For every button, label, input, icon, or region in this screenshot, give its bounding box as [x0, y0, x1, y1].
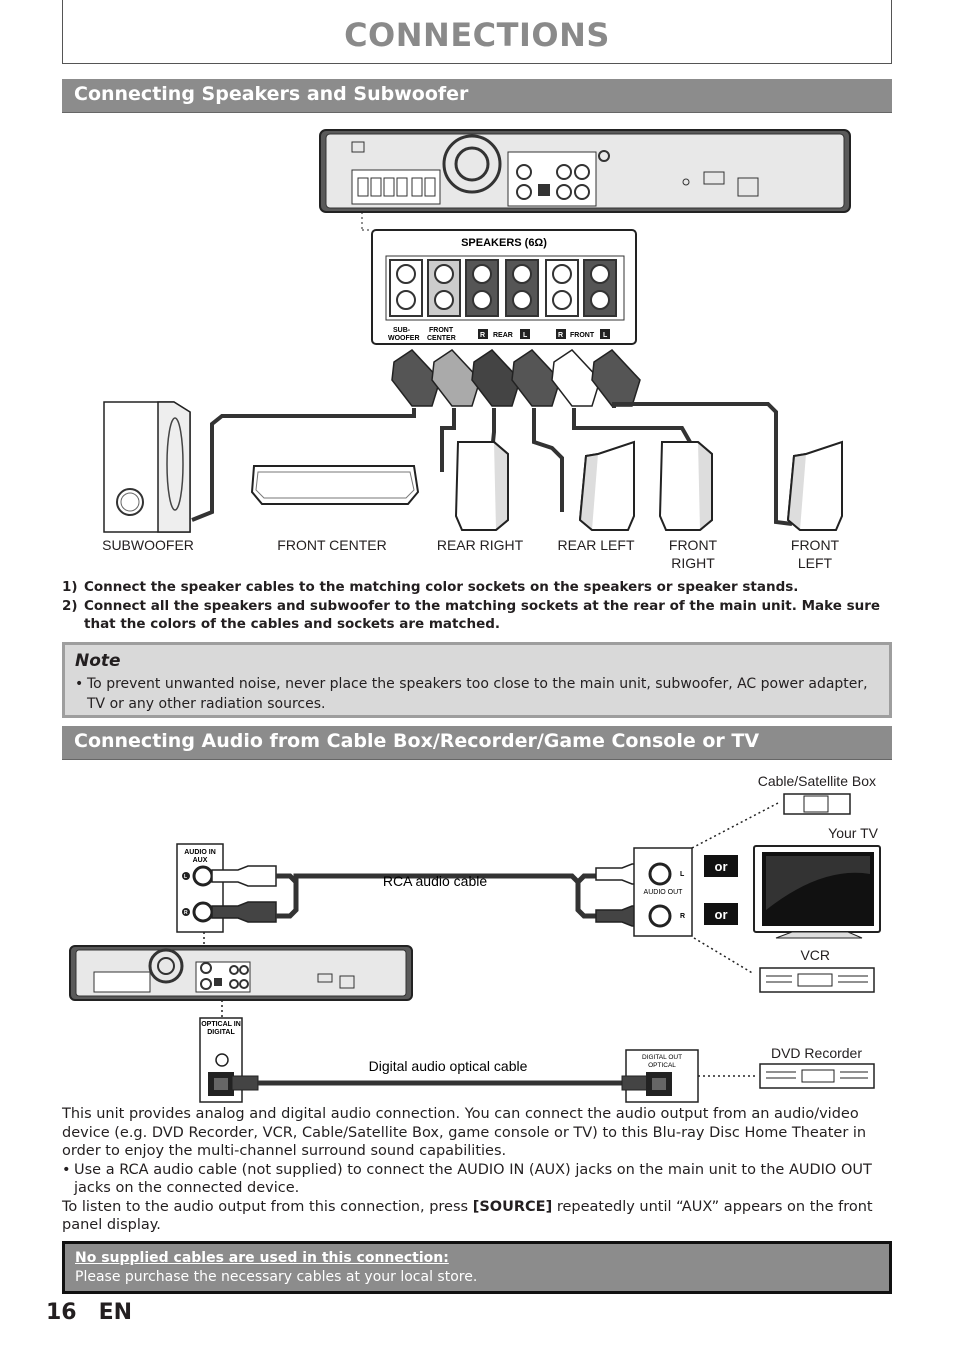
section-heading-speakers: Connecting Speakers and Subwoofer: [62, 79, 892, 113]
panel-label-center: CENTER: [427, 335, 456, 342]
speaker-terminal-panel: SPEAKERS (6Ω) SUB- WOOFER: [371, 229, 637, 345]
step-item: 2)Connect all the speakers and subwoofer…: [62, 597, 881, 633]
paragraph: To listen to the audio output from this …: [62, 1198, 873, 1234]
audio-in-jacks: AUDIO IN AUX L R: [176, 843, 277, 933]
info-box-title: No supplied cables are used in this conn…: [75, 1250, 449, 1266]
rear-left-speaker: [578, 440, 635, 531]
info-box: No supplied cables are used in this conn…: [62, 1241, 892, 1294]
or-badge-1: or: [715, 859, 728, 874]
label-front-right: FRONT RIGHT: [668, 537, 718, 571]
audio-diagram-svg: AUDIO IN AUX L R RCA audio cable L R: [69, 793, 881, 1103]
tv-icon: [753, 845, 881, 939]
panel-label-rear-l: L: [523, 332, 528, 339]
optical-cable-label: Digital audio optical cable: [369, 1058, 528, 1074]
section-title: Connecting Speakers and Subwoofer: [74, 83, 469, 105]
svg-text:L: L: [680, 871, 685, 878]
label-rear-right: REAR RIGHT: [436, 537, 524, 553]
body-text: This unit provides analog and digital au…: [62, 1105, 892, 1235]
info-box-text: Please purchase the necessary cables at …: [75, 1269, 478, 1285]
rca-cable: [276, 873, 596, 919]
svg-text:AUX: AUX: [193, 857, 208, 864]
page-header: CONNECTIONS: [62, 0, 892, 64]
vcr-icon: [759, 967, 875, 993]
panel-label-rear: REAR: [493, 332, 513, 339]
label-front-center: FRONT CENTER: [277, 537, 387, 553]
section-heading-audio: Connecting Audio from Cable Box/Recorder…: [62, 726, 892, 760]
speaker-plugs: [391, 349, 641, 407]
svg-text:L: L: [184, 874, 187, 880]
svg-text:OPTICAL: OPTICAL: [648, 1062, 676, 1069]
speaker-cables: [191, 402, 793, 526]
page-title: CONNECTIONS: [344, 16, 610, 54]
panel-label-front-l: L: [603, 332, 608, 339]
optical-in-jack: OPTICAL IN DIGITAL: [199, 1017, 259, 1103]
main-unit-rear: [319, 129, 851, 213]
svg-text:DIGITAL: DIGITAL: [207, 1029, 235, 1036]
audio-out-jacks: L R AUDIO OUT: [595, 847, 693, 937]
or-badge-2: or: [715, 907, 728, 922]
panel-label-front-r: R: [558, 332, 563, 339]
bullet-item: •Use a RCA audio cable (not supplied) to…: [62, 1161, 872, 1197]
label-subwoofer: SUBWOOFER: [102, 537, 194, 553]
digital-out-jack: DIGITAL OUT OPTICAL: [621, 1049, 699, 1103]
speaker-diagram-svg: SPEAKERS (6Ω) SUB- WOOFER: [103, 129, 851, 533]
label-vcr: VCR: [800, 947, 830, 963]
label-dvd-recorder: DVD Recorder: [770, 1045, 862, 1061]
svg-text:R: R: [184, 910, 188, 916]
note-box: Note •To prevent unwanted noise, never p…: [62, 642, 892, 718]
label-front-left: FRONT LEFT: [790, 537, 840, 571]
label-rear-left: REAR LEFT: [557, 537, 635, 553]
front-right-speaker: [658, 441, 713, 531]
svg-text:AUDIO IN: AUDIO IN: [184, 849, 216, 856]
speakers-panel-title: SPEAKERS (6Ω): [461, 237, 547, 249]
front-center-speaker: [250, 465, 420, 505]
label-tv: Your TV: [828, 825, 878, 841]
panel-label-front2: FRONT: [570, 332, 595, 339]
panel-label-rear-r: R: [480, 332, 485, 339]
step-item: 1)Connect the speaker cables to the matc…: [62, 579, 799, 595]
audio-connection-diagram: AUDIO IN AUX L R RCA audio cable L R: [62, 770, 892, 1110]
main-unit-rear-small: [69, 945, 413, 1001]
label-cable-box: Cable/Satellite Box: [757, 773, 876, 789]
svg-text:OPTICAL IN: OPTICAL IN: [201, 1021, 241, 1028]
panel-label-sub: SUB-: [393, 327, 411, 334]
rear-right-speaker: [454, 441, 509, 531]
note-text: •To prevent unwanted noise, never place …: [75, 676, 868, 712]
section-title: Connecting Audio from Cable Box/Recorder…: [74, 730, 760, 752]
paragraph: This unit provides analog and digital au…: [62, 1106, 867, 1159]
svg-text:DIGITAL OUT: DIGITAL OUT: [642, 1054, 682, 1061]
panel-label-front: FRONT: [429, 327, 454, 334]
speaker-connection-diagram: SPEAKERS (6Ω) SUB- WOOFER: [62, 112, 892, 582]
front-left-speaker: [786, 440, 843, 531]
dvd-recorder-icon: [759, 1063, 875, 1089]
instruction-steps: 1)Connect the speaker cables to the matc…: [62, 578, 892, 634]
rca-cable-label: RCA audio cable: [383, 873, 488, 889]
note-title: Note: [75, 651, 121, 671]
svg-text:R: R: [680, 913, 685, 920]
subwoofer: [103, 401, 191, 533]
svg-text:AUDIO OUT: AUDIO OUT: [644, 889, 684, 896]
panel-label-woofer: WOOFER: [388, 335, 420, 342]
